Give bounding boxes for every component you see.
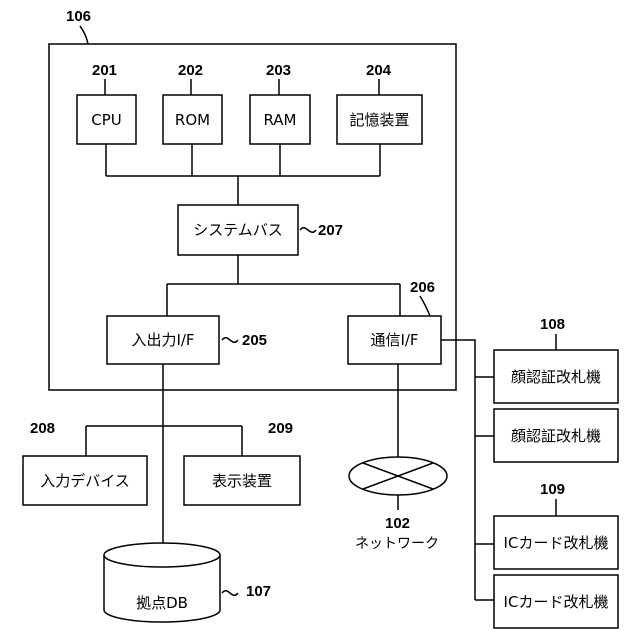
display-device-ref: 209 — [268, 420, 293, 437]
system-bus-ref-leader — [300, 228, 316, 233]
face-gate-1-label: 顔認証改札機 — [511, 368, 601, 386]
ram-ref: 203 — [266, 62, 291, 79]
database-ref-leader — [222, 591, 238, 596]
ram-label: RAM — [263, 111, 296, 129]
input-device-ref: 208 — [30, 420, 55, 437]
comm-if-ref-leader — [420, 296, 430, 316]
peripheral-lines — [86, 364, 242, 543]
database-label: 拠点DB — [136, 594, 188, 612]
network-ref: 102 — [385, 515, 410, 532]
network-icon — [349, 457, 447, 495]
storage-ref: 204 — [366, 62, 392, 79]
rom-ref: 202 — [178, 62, 203, 79]
face-gate-2-label: 顔認証改札機 — [511, 427, 601, 445]
gate-lines — [441, 340, 494, 600]
cpu-ref: 201 — [92, 62, 117, 79]
cpu-label: CPU — [91, 111, 122, 129]
system-bus-label: システムバス — [193, 221, 283, 239]
system-ref-leader — [80, 26, 88, 44]
comm-if-label: 通信I/F — [370, 331, 418, 349]
io-if-ref: 205 — [242, 332, 267, 349]
comm-if-ref: 206 — [410, 279, 435, 296]
database-ref: 107 — [246, 583, 271, 600]
io-if-ref-leader — [222, 338, 238, 343]
face-gates-ref: 108 — [540, 316, 565, 333]
system-bus-ref: 207 — [318, 222, 343, 239]
system-ref: 106 — [66, 8, 91, 25]
lower-bus-lines — [167, 255, 400, 316]
storage-label: 記憶装置 — [349, 111, 409, 129]
io-if-label: 入出力I/F — [131, 331, 194, 349]
ic-gate-2-label: ICカード改札機 — [504, 593, 609, 611]
display-device-label: 表示装置 — [212, 472, 272, 490]
ic-gates-ref: 109 — [540, 481, 565, 498]
top-bus-lines — [106, 144, 380, 205]
rom-label: ROM — [175, 111, 210, 129]
network-label: ネットワーク — [355, 536, 439, 552]
ic-gate-1-label: ICカード改札機 — [504, 534, 609, 552]
input-device-label: 入力デバイス — [40, 472, 130, 490]
